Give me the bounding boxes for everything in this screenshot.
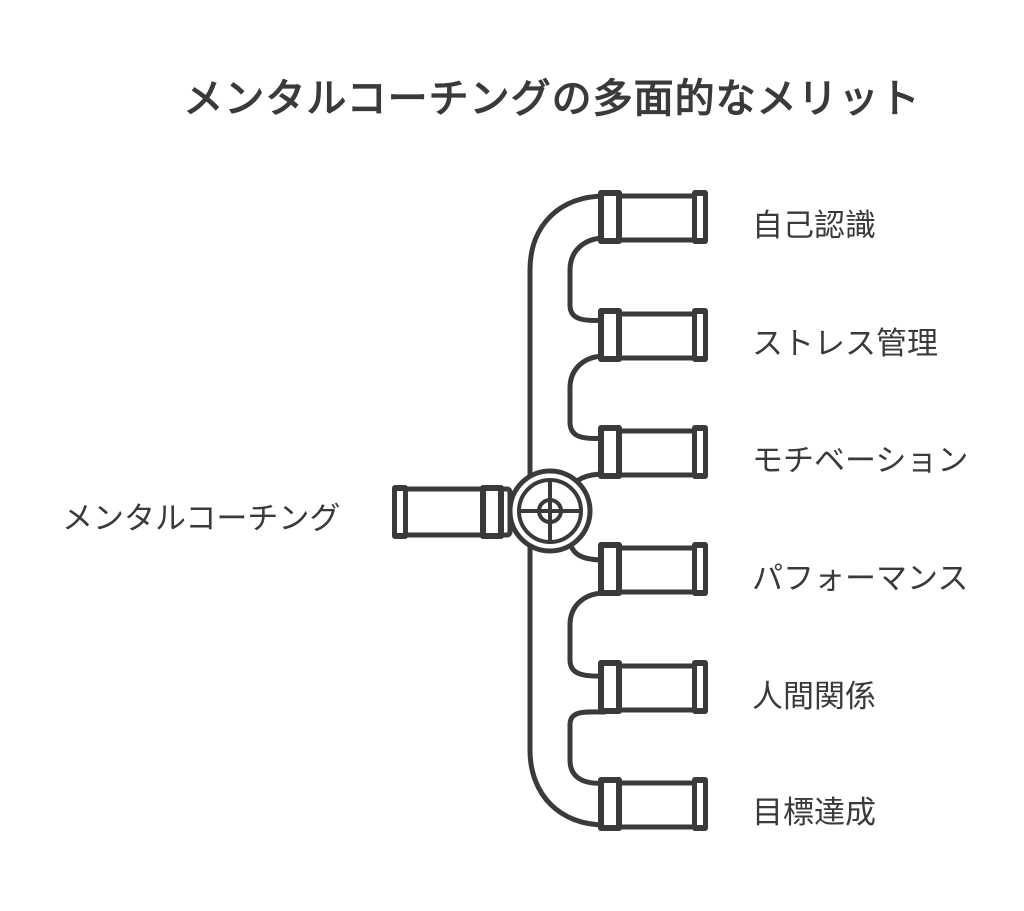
valve-icon — [507, 468, 593, 554]
diagram-title: メンタルコーチングの多面的なメリット — [183, 76, 921, 122]
branch-label-1: 自己認識 — [752, 208, 876, 244]
branch-label-3: モチベーション — [752, 443, 969, 479]
manifold-inner-edge — [567, 235, 608, 786]
branch-label-6: 目標達成 — [752, 795, 876, 831]
branch-label-5: 人間関係 — [752, 679, 876, 715]
branch-pipe-3 — [598, 425, 708, 479]
branch-pipe-6 — [598, 777, 708, 831]
branch-pipe-1 — [598, 190, 708, 244]
branch-label-4: パフォーマンス — [752, 561, 969, 597]
branch-pipe-5 — [598, 660, 708, 714]
source-label: メンタルコーチング — [62, 501, 341, 537]
source-pipe — [392, 485, 513, 539]
branch-pipe-4 — [598, 542, 708, 596]
branch-label-2: ストレス管理 — [752, 326, 938, 362]
branch-pipe-2 — [598, 308, 708, 362]
